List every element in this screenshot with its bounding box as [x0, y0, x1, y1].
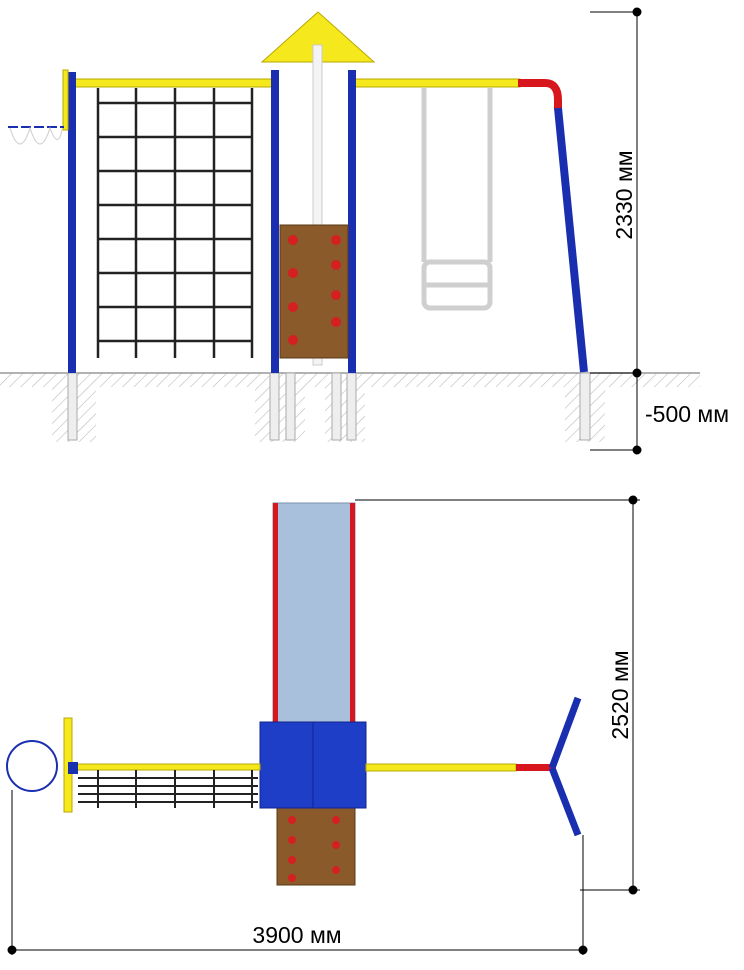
top-dimensions — [7, 495, 640, 955]
swing-seat — [421, 88, 493, 311]
top-climbing-net — [74, 763, 261, 808]
swing-leg-lower — [548, 766, 582, 837]
tower-post-right — [348, 70, 356, 373]
swing-bend — [518, 79, 562, 110]
top-swing-beam — [365, 763, 517, 772]
depth-label: -500 мм — [645, 401, 729, 427]
slide-rail-right — [350, 503, 355, 725]
slide-rail-left — [273, 503, 278, 725]
net-top-beam — [67, 78, 279, 88]
foundations — [52, 372, 605, 442]
front-dimensions — [590, 7, 642, 455]
climbing-net — [96, 88, 254, 358]
top-view: 2520 мм 3900 мм — [6, 495, 640, 955]
swing-beam — [351, 78, 521, 88]
climbing-holds — [288, 235, 341, 345]
top-basket-post — [68, 762, 78, 774]
height-label: 2330 мм — [611, 150, 637, 239]
top-climbing-holds — [288, 816, 340, 882]
width-label: 3900 мм — [252, 922, 341, 948]
basket-post — [68, 72, 76, 373]
top-swing-bend — [516, 764, 552, 771]
swing-leg-upper — [548, 696, 582, 770]
top-hoop — [6, 740, 58, 792]
tower-post-left — [271, 70, 279, 373]
front-view: 2330 мм -500 мм — [0, 7, 729, 455]
backboard-side — [62, 69, 69, 131]
swing-leg — [554, 107, 588, 373]
slide — [272, 502, 356, 726]
hoop-net — [9, 126, 63, 145]
top-depth-label: 2520 мм — [607, 650, 633, 739]
slide-side — [312, 44, 323, 366]
